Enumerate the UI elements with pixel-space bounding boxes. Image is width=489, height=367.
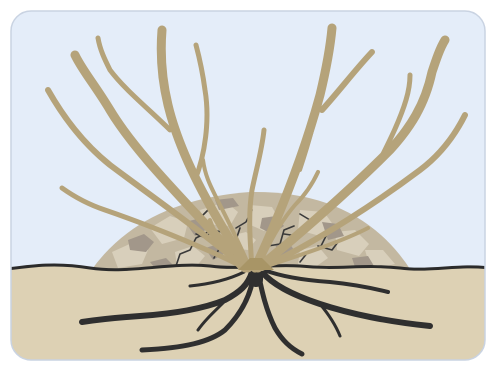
soil bbox=[0, 265, 489, 367]
